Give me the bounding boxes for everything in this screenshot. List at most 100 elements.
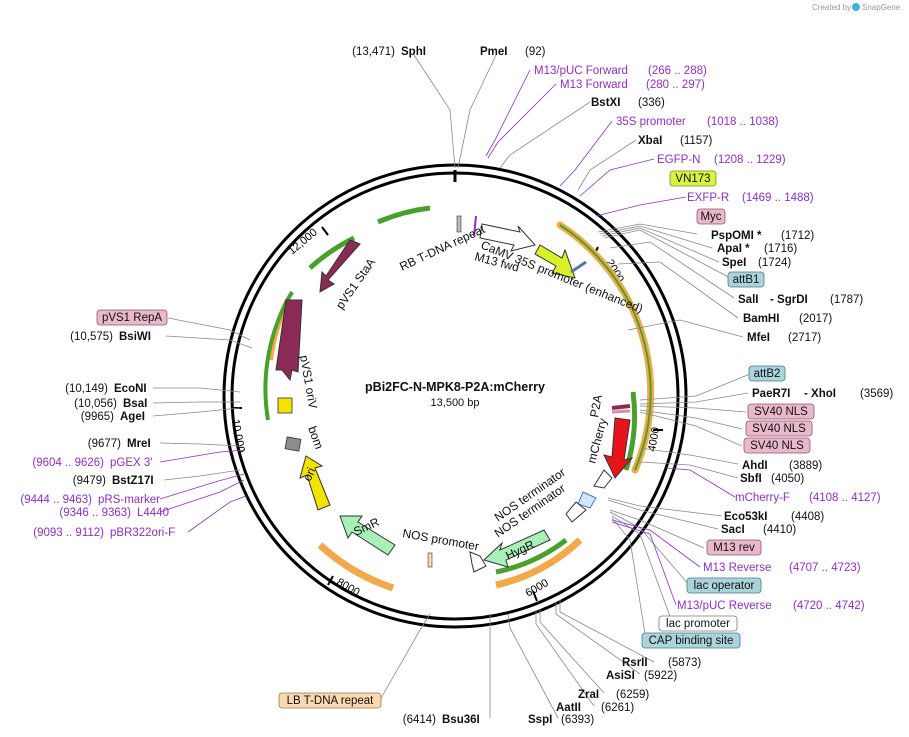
hygr-arrow <box>483 529 551 568</box>
pvs1-repa-box[interactable] <box>96 309 168 326</box>
lac-operator-label: lac operator <box>694 580 755 592</box>
lb-tdna-label: LB T-DNA repeat <box>287 695 375 707</box>
m13-rev-label: M13 rev <box>713 542 755 554</box>
speI-label: SpeI <box>722 257 746 269</box>
lac-marker <box>577 491 597 509</box>
zraI-pos: (6259) <box>616 689 649 701</box>
pbr322ori-f-range: (9093 .. 9112) <box>33 527 104 539</box>
exfp-r-range: (1469 .. 1488) <box>742 192 814 204</box>
sspI-pos: (6393) <box>561 714 594 726</box>
credit-brand: SnapGene <box>862 3 901 12</box>
camv35s-arrow <box>479 223 536 252</box>
rsrII-pos: (5873) <box>668 657 701 669</box>
pmeI-label: PmeI <box>480 46 508 58</box>
ahdI-pos: (3889) <box>789 460 822 472</box>
mfeI-pos: (2717) <box>788 332 821 344</box>
pvs1-repa-label: pVS1 RepA <box>102 312 162 324</box>
asiSI-label: AsiSI <box>606 670 635 682</box>
m13-reverse-label: M13 Reverse <box>703 562 771 574</box>
pgex3-label: pGEX 3' <box>110 457 152 469</box>
pspOMI-pos: (1712) <box>781 230 814 242</box>
sv40-nls-2-box[interactable] <box>745 420 813 437</box>
asiSI-pos: (5922) <box>644 670 677 682</box>
hygr-orf-arc-inner <box>495 538 568 575</box>
ori-arrow <box>299 455 331 511</box>
prs-marker-range: (9444 .. 9463) <box>20 494 92 506</box>
hygr-orf-arc-outer <box>495 537 583 589</box>
prs-marker-label: pRS-marker <box>98 494 160 506</box>
bom-label: bom <box>305 424 326 451</box>
ageI-label: AgeI <box>120 411 145 423</box>
vn173-label: VN173 <box>675 173 710 185</box>
pbr322ori-f-label: pBR322ori-F <box>110 527 175 539</box>
ahdI-label: AhdI <box>742 460 768 472</box>
smr-arrow <box>339 515 396 556</box>
smr-orf-arc <box>317 542 395 592</box>
exfp-r-label: EXFP-R <box>687 192 729 204</box>
egfp-n-label: EGFP-N <box>657 154 700 166</box>
snapgene-logo: SnapGene <box>852 3 901 12</box>
sv40-nls-3-box[interactable] <box>743 437 811 454</box>
bom-marker <box>284 436 302 452</box>
pmeI-pos: (92) <box>525 46 546 58</box>
cap-site-label: CAP binding site <box>649 635 734 647</box>
lac-operator-box[interactable] <box>686 577 762 594</box>
rb-tdna-label: RB T-DNA repeat <box>397 222 487 274</box>
mfeI-label: MfeI <box>747 332 770 344</box>
sspI-label: SspI <box>528 714 552 726</box>
eco53kI-pos: (4408) <box>791 511 824 523</box>
mcherry-orf-arc <box>623 391 638 471</box>
lb-tdna-box[interactable] <box>278 692 382 709</box>
sv40-nls-3-label: SV40 NLS <box>750 440 804 452</box>
ori-label: ori <box>300 465 318 483</box>
bstXI-label: BstXI <box>591 97 620 109</box>
sphI-pos: (13,471) <box>352 46 395 58</box>
bsiWI-label: BsiWI <box>119 331 151 343</box>
camv35s-enhanced-arrow <box>534 244 576 279</box>
bsaI-pos: (10,056) <box>74 398 117 410</box>
attB2-box[interactable] <box>748 365 786 382</box>
p2a-marker <box>611 404 631 410</box>
vn173-box[interactable] <box>669 170 717 187</box>
sacI-pos: (4410) <box>763 524 796 536</box>
m13puc-rev-label: M13/pUC Reverse <box>677 600 772 612</box>
credit-text: Created by <box>812 3 851 12</box>
sphI-label: SphI <box>401 46 426 58</box>
paeR7I-label: PaeR7I <box>752 388 790 400</box>
nos-promoter-label: NOS promoter <box>401 526 480 553</box>
ageI-pos: (9965) <box>81 411 114 423</box>
bsu36I-pos: (6414) <box>403 714 436 726</box>
cap-site-box[interactable] <box>641 632 741 649</box>
sv40-nls-marker <box>611 409 631 414</box>
plasmid-name: pBi2FC-N-MPK8-P2A:mCherry <box>365 380 545 394</box>
zraI-label: ZraI <box>578 689 599 701</box>
myc-label: Myc <box>700 211 721 223</box>
xbaI-pos: (1157) <box>680 135 713 147</box>
bsiWI-pos: (10,575) <box>70 331 113 343</box>
pvs1-staa-arrow <box>319 239 361 293</box>
aatII-pos: (6261) <box>601 702 634 714</box>
salI-pos: (1787) <box>830 294 863 306</box>
sv40-nls-1-box[interactable] <box>747 403 815 420</box>
sv40-nls-1-label: SV40 NLS <box>754 406 808 418</box>
pvs1-oriv-arrow <box>275 299 303 382</box>
ecoNI-pos: (10,149) <box>65 383 108 395</box>
primer-leader-lines <box>159 69 736 606</box>
attB1-box[interactable] <box>727 271 765 288</box>
myc-box[interactable] <box>696 208 726 225</box>
nos-promoter-arrow <box>469 551 487 573</box>
speI-pos: (1724) <box>758 257 791 269</box>
nos-terminator-1-arrow <box>593 469 613 489</box>
m13fwd-marker <box>473 215 477 237</box>
sv40-nls-2-label: SV40 NLS <box>752 423 806 435</box>
mcherry-f-label: mCherry-F <box>735 492 790 504</box>
pvs1-oriv-label: pVS1 oriV <box>297 354 320 410</box>
m13-rev-box[interactable] <box>706 539 762 556</box>
bamHI-pos: (2017) <box>799 313 832 325</box>
tick-6000: 6000 <box>524 577 551 600</box>
egfp-n-range: (1208 .. 1229) <box>714 154 786 166</box>
lac-promoter-box[interactable] <box>658 615 738 632</box>
m13-fwd-label: M13 Forward <box>560 79 628 91</box>
xhoI-label: - XhoI <box>804 388 836 400</box>
